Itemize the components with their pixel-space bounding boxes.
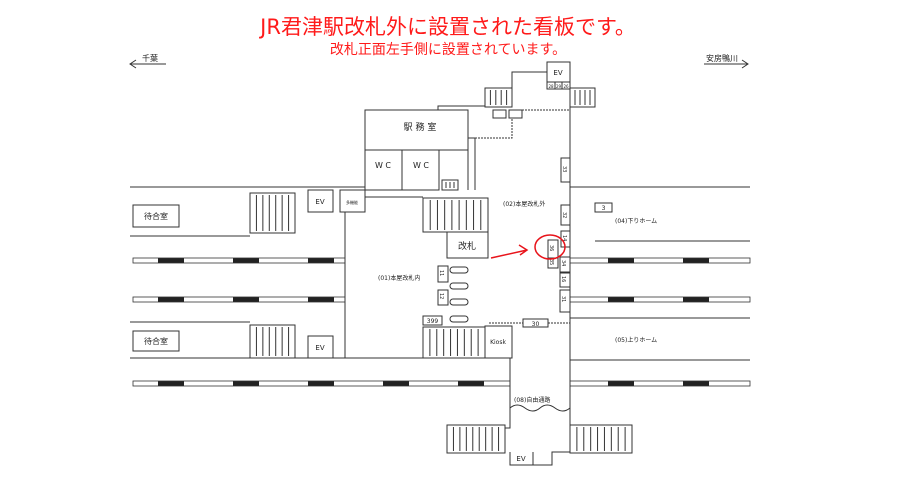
stairs-icon — [569, 87, 596, 108]
svg-text:35: 35 — [548, 259, 554, 265]
multipurpose-toilet: 多機能 — [339, 189, 366, 213]
arrow-left-icon — [129, 59, 137, 69]
stairs-icon — [446, 424, 506, 454]
platform-lines — [130, 186, 750, 361]
svg-text:31: 31 — [560, 296, 566, 302]
svg-text:千葉: 千葉 — [142, 53, 158, 63]
sign-30: 30 — [522, 318, 549, 328]
area-outside-gate: (02)本屋改札外 — [503, 200, 545, 208]
svg-text:32: 32 — [561, 212, 567, 218]
direction-left: 千葉 — [129, 53, 166, 69]
svg-text:30: 30 — [532, 321, 540, 328]
gate-machines — [449, 266, 469, 323]
svg-text:EV: EV — [315, 198, 324, 206]
sign-12: 12 — [437, 289, 449, 306]
svg-text:W C: W C — [413, 161, 429, 170]
title-main: JR君津駅改札外に設置された看板です。 — [258, 15, 636, 39]
svg-text:多機能: 多機能 — [346, 199, 358, 205]
elevator-top: EV 28 29 26 — [546, 61, 571, 90]
wc-right: W C — [401, 149, 440, 191]
sign-33: 33 — [560, 157, 571, 183]
sign-34: 34 — [559, 256, 571, 273]
sign-399: 399 — [422, 315, 443, 326]
station-office: 駅 務 室 — [364, 109, 469, 151]
area-inside-gate: (01)本屋改札内 — [378, 274, 420, 282]
elevator-left-upper: EV — [307, 189, 334, 213]
sign-14: 14 — [560, 230, 571, 248]
svg-text:EV: EV — [553, 69, 562, 77]
svg-text:待合室: 待合室 — [144, 211, 168, 221]
svg-text:安房鴨川: 安房鴨川 — [706, 53, 738, 63]
title-sub: 改札正面左手側に設置されています。 — [330, 42, 566, 58]
svg-text:待合室: 待合室 — [144, 336, 168, 346]
svg-text:EV: EV — [315, 344, 324, 352]
svg-text:33: 33 — [561, 166, 567, 172]
sign-3: 3 — [594, 202, 613, 213]
area-up-platform: (05)上りホーム — [615, 336, 657, 344]
stairs-icon — [569, 424, 633, 454]
elevator-bottom: EV — [509, 451, 570, 466]
svg-text:29: 29 — [556, 84, 562, 89]
svg-text:34: 34 — [560, 260, 566, 266]
svg-text:駅 務 室: 駅 務 室 — [404, 121, 437, 133]
free-passage-break — [509, 404, 571, 412]
elevator-left-lower: EV — [307, 335, 334, 359]
stairs-icon — [422, 326, 486, 359]
kiosk: Kiosk — [484, 325, 513, 359]
stairs-icon — [441, 179, 459, 191]
waiting-room-upper: 待合室 — [132, 204, 180, 228]
svg-text:14: 14 — [561, 235, 567, 241]
ticket-gate: 改札 — [446, 231, 489, 259]
svg-text:EV: EV — [516, 455, 525, 463]
sign-35: 35 — [547, 257, 559, 269]
sign-32: 32 — [560, 204, 571, 226]
svg-text:26: 26 — [563, 84, 569, 89]
stairs-icon — [249, 324, 296, 359]
svg-text:11: 11 — [438, 270, 444, 276]
svg-text:12: 12 — [438, 293, 444, 299]
stairs-icon — [249, 192, 296, 234]
highlight-arrow-icon — [490, 244, 529, 259]
svg-text:改札: 改札 — [458, 240, 476, 252]
svg-text:28: 28 — [548, 84, 554, 89]
area-free-passage: (08)自由通路 — [514, 396, 550, 404]
stairs-icon — [422, 197, 489, 233]
wc-left: W C — [364, 149, 403, 191]
svg-text:36: 36 — [548, 245, 554, 251]
svg-text:16: 16 — [560, 276, 566, 282]
waiting-room-lower: 待合室 — [132, 330, 180, 352]
svg-text:Kiosk: Kiosk — [490, 339, 506, 346]
staircases — [249, 87, 633, 454]
direction-right: 安房鴨川 — [704, 53, 749, 69]
sign-16: 16 — [559, 272, 571, 288]
svg-text:399: 399 — [427, 318, 439, 325]
sign-36: 36 — [547, 239, 559, 259]
arrow-right-icon — [741, 59, 749, 69]
svg-text:3: 3 — [602, 205, 606, 212]
sign-11: 11 — [437, 265, 449, 283]
sign-31: 31 — [559, 289, 571, 313]
area-down-platform: (04)下りホーム — [615, 218, 657, 225]
stairs-icon — [484, 87, 513, 108]
highlight-circle — [534, 234, 566, 260]
svg-text:W C: W C — [375, 161, 391, 170]
